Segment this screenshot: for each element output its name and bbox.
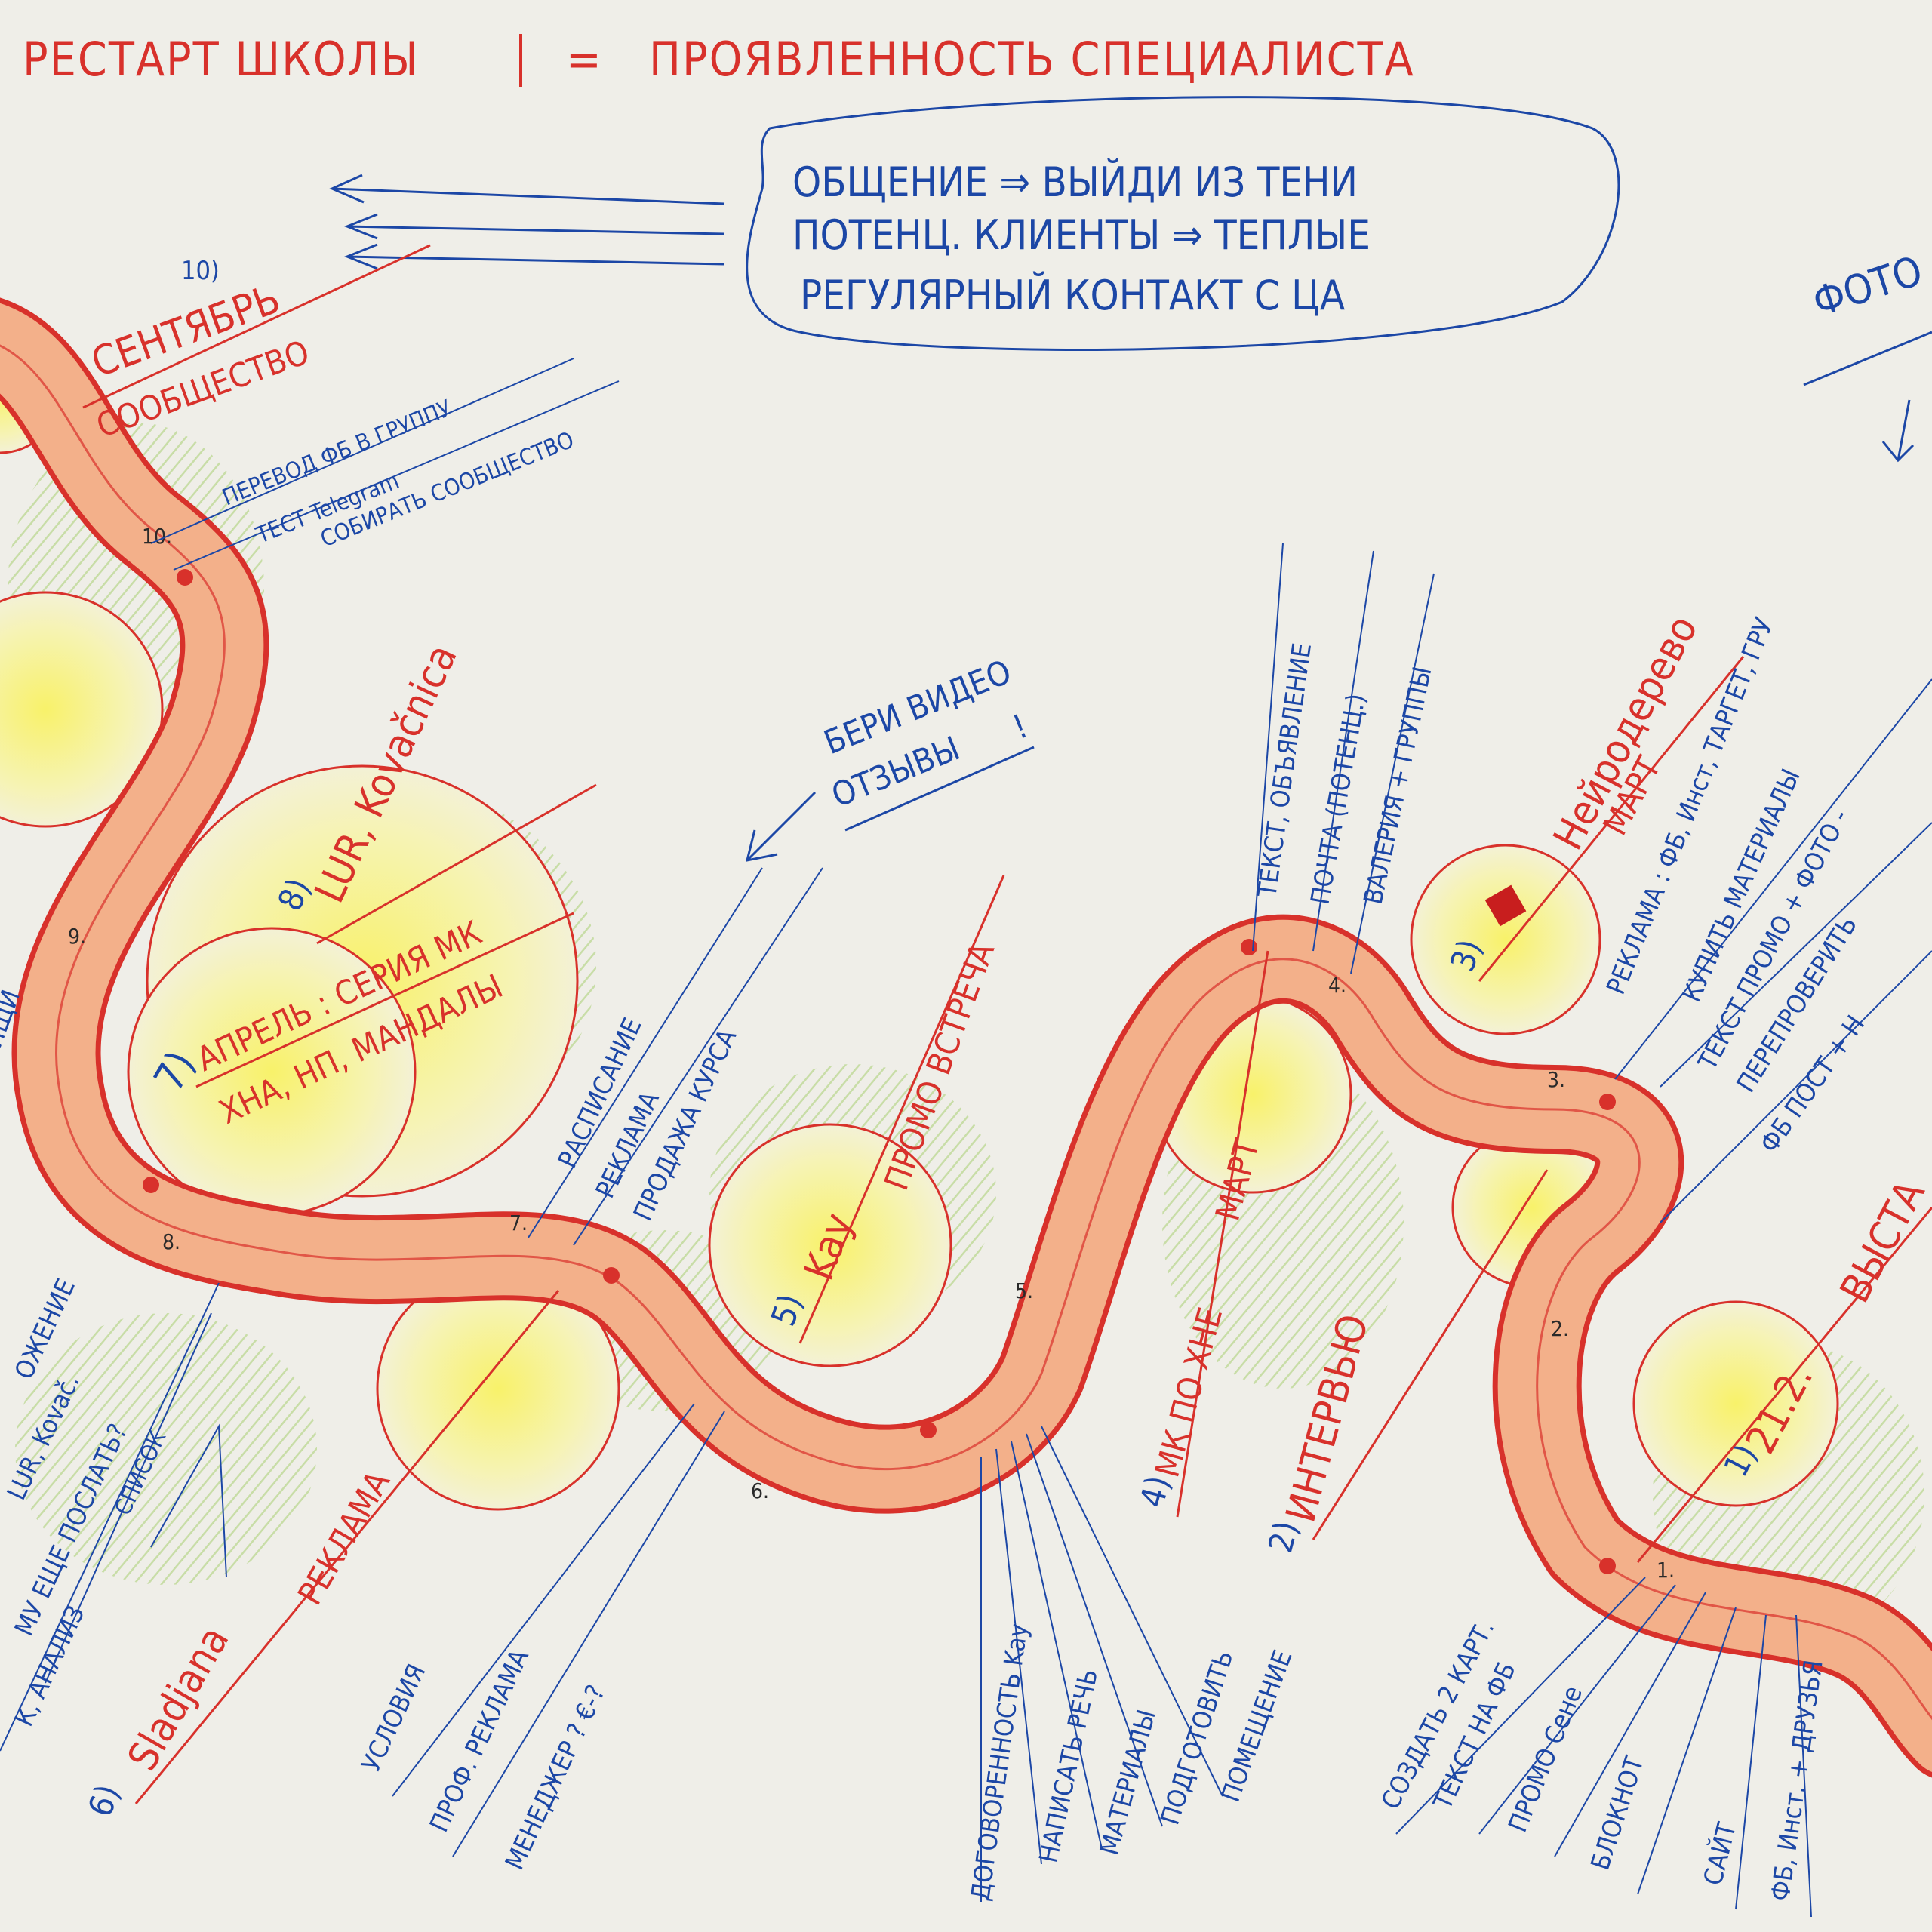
step-2: 2.: [1551, 1316, 1569, 1341]
bubble-line-3: РЕГУЛЯРНЫЙ КОНТАКТ С ЦА: [800, 272, 1345, 319]
circle-3: [1410, 844, 1601, 1035]
tasks-t1-4: САЙТ: [1697, 1820, 1743, 1889]
m4-title: МК ПО ХНЕ: [1148, 1303, 1230, 1481]
bubble-line-1: ОБЩЕНИЕ ⇒ ВЫЙДИ ИЗ ТЕНИ: [792, 158, 1358, 206]
tasks-t1-2: ПРОМО Сене: [1503, 1682, 1589, 1837]
m6-label: 6): [81, 1780, 128, 1822]
circle-1: [1632, 1300, 1839, 1507]
tasks-t1-5: ФБ, Инст. + ДРУЗЬЯ: [1765, 1658, 1829, 1903]
tasks-t6-1: ПРОФ. РЕКЛАМА: [424, 1644, 535, 1836]
circle-5: [708, 1123, 952, 1367]
m3-red-mark: [1484, 884, 1527, 927]
title-left: РЕСТАРТ ШКОЛЫ: [23, 32, 420, 87]
tasks-t6-2: МЕНЕДЖЕР ? €-?: [500, 1681, 611, 1875]
video-note: БЕРИ ВИДЕО ОТЗЫВЫ !: [745, 653, 1035, 862]
m1-subtitle: ВЫСТА: [1831, 1173, 1932, 1310]
step-1: 1.: [1657, 1558, 1675, 1583]
tasks-5: ДОГОВОРЕННОСТЬ Kay НАПИСАТЬ РЕЧЬ МАТЕРИА…: [965, 1426, 1299, 1903]
m6-title: Sladjana: [118, 1618, 238, 1778]
road-nodes: [143, 569, 1616, 1574]
step-3: 3.: [1547, 1067, 1565, 1092]
tasks-t1-3: БЛОКНОТ: [1586, 1752, 1651, 1874]
title-equals: =: [566, 32, 603, 87]
video-note-mark: !: [1008, 707, 1033, 747]
page-title: РЕСТАРТ ШКОЛЫ = ПРОЯВЛЕННОСТЬ СПЕЦИАЛИСТ…: [23, 32, 1415, 87]
step-8: 8.: [162, 1229, 180, 1254]
circle-10: [0, 591, 164, 828]
tasks-t4-0: ТЕКСТ, ОБЪЯВЛЕНИЕ: [1252, 641, 1318, 900]
title-right: ПРОЯВЛЕННОСТЬ СПЕЦИАЛИСТА: [649, 32, 1415, 87]
tasks-t5-3: ПОДГОТОВИТЬ: [1155, 1647, 1240, 1829]
tasks-t4-1: ПОЧТА (ПОТЕНЦ.): [1305, 691, 1371, 906]
step-4: 4.: [1328, 973, 1346, 998]
step-6: 6.: [751, 1478, 769, 1503]
tasks-4: ТЕКСТ, ОБЪЯВЛЕНИЕ ПОЧТА (ПОТЕНЦ.) ВАЛЕРИ…: [1252, 543, 1438, 974]
step-7: 7.: [509, 1211, 528, 1235]
milestone-10: 10) СЕНТЯБРЬ СООБЩЕСТВО: [82, 244, 431, 445]
tasks-t5-1: НАПИСАТЬ РЕЧЬ: [1034, 1666, 1104, 1866]
tasks-t5-0: ДОГОВОРЕННОСТЬ Kay: [965, 1622, 1034, 1903]
step-5: 5.: [1015, 1278, 1033, 1303]
winding-road: [0, 297, 1932, 1778]
photo-label: ФОТО: [1807, 247, 1928, 327]
photo-note: ФОТО: [1803, 247, 1932, 463]
m2-label: 2): [1261, 1517, 1306, 1556]
m10-label: 10): [181, 256, 220, 286]
step-9: 9.: [68, 924, 86, 949]
bubble-line-2: ПОТЕНЦ. КЛИЕНТЫ ⇒ ТЕПЛЫЕ: [792, 211, 1371, 259]
goal-bubble: ОБЩЕНИЕ ⇒ ВЫЙДИ ИЗ ТЕНИ ПОТЕНЦ. КЛИЕНТЫ …: [329, 96, 1620, 351]
